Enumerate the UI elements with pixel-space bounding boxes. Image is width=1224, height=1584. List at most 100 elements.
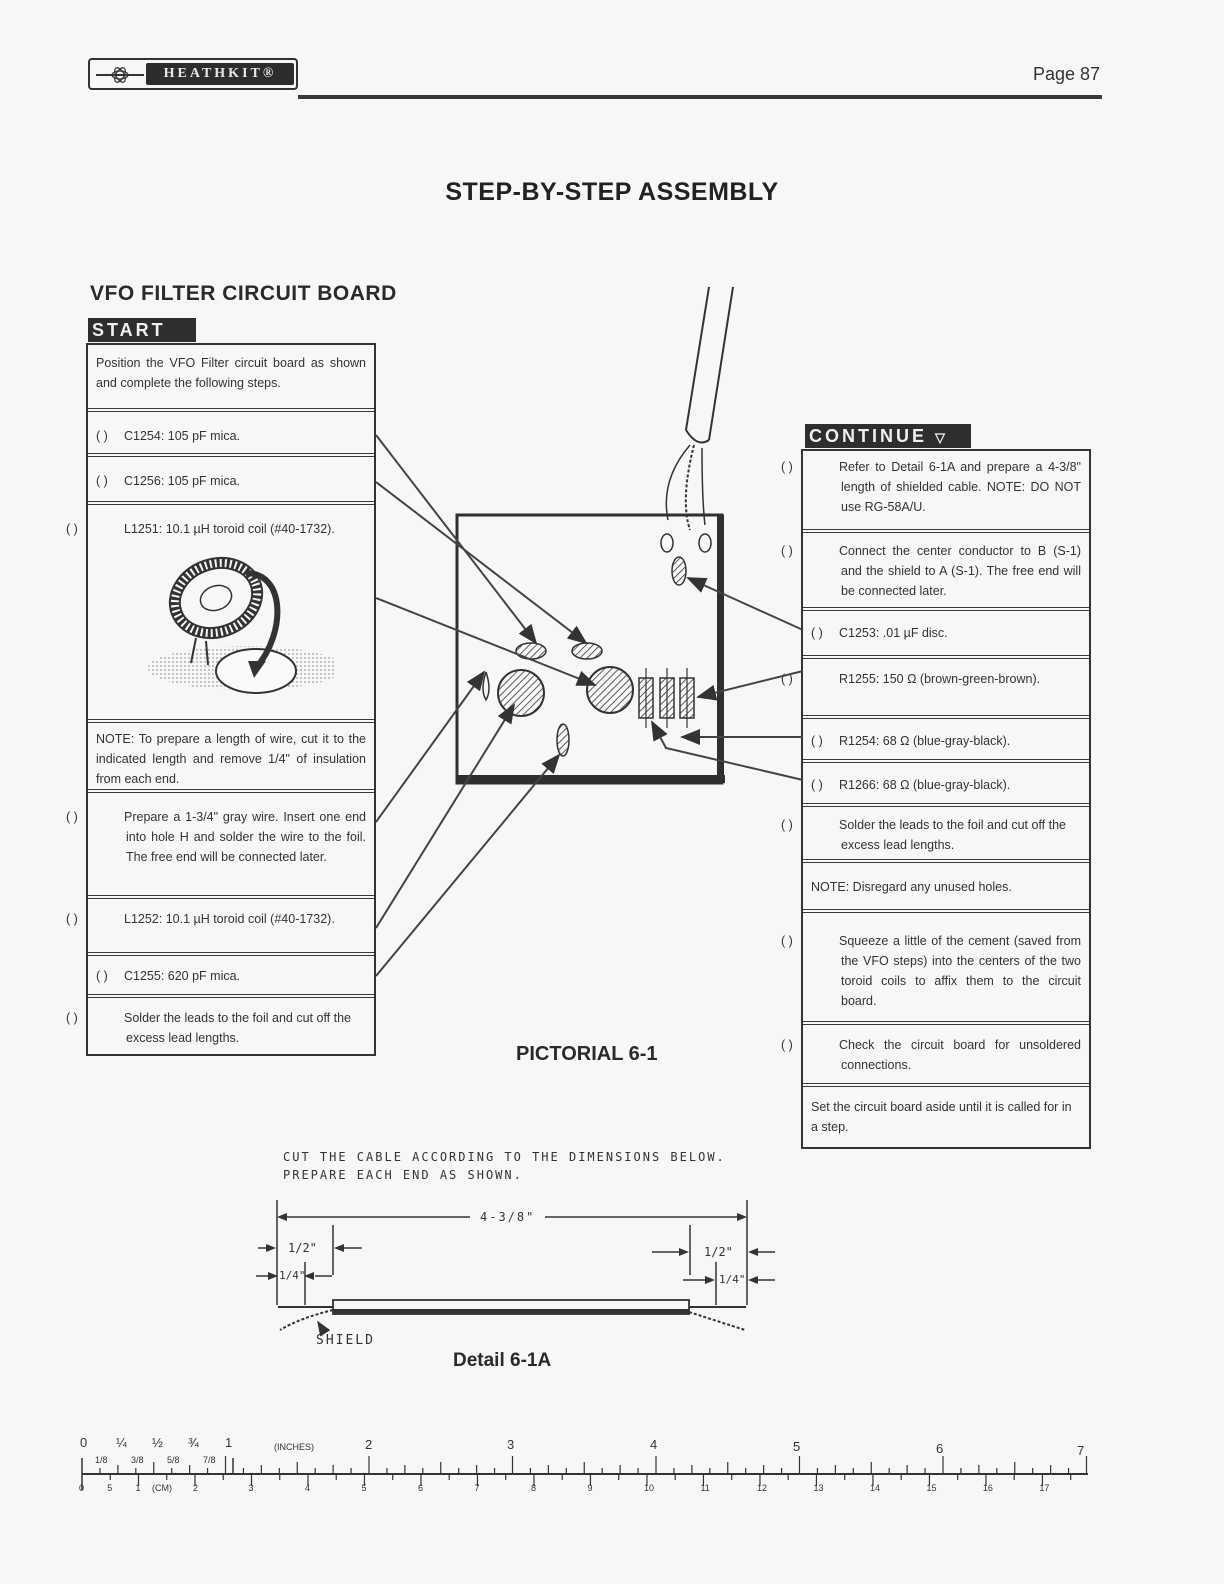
step-c1256: ( )C1256: 105 pF mica. (88, 457, 374, 505)
step-prepare-cable: ( )Refer to Detail 6-1A and prepare a 4-… (781, 451, 1089, 533)
cable-length-label: 4-3/8" (480, 1210, 536, 1224)
ruler-cm-label: 1 (135, 1483, 141, 1493)
ruler-cm-label: 15 (926, 1483, 937, 1493)
step-checkbox[interactable]: ( ) (811, 626, 823, 640)
step-checkbox[interactable]: ( ) (66, 810, 78, 824)
continue-label: CONTINUE (809, 426, 927, 446)
ruler-inch-1: 1 (225, 1435, 233, 1450)
heathkit-logo: HEATHKIT® (88, 58, 298, 90)
ruler-frac-5-8: 5/8 (167, 1455, 180, 1465)
down-arrow-outline-icon: ▽ (935, 430, 949, 445)
detail-instructions: CUT THE CABLE ACCORDING TO THE DIMENSION… (283, 1150, 726, 1182)
ruler-inch-quarter: ¼ (116, 1435, 127, 1450)
step-cement: ( )Squeeze a little of the cement (saved… (781, 913, 1089, 1025)
ruler-cm-label: 0 (79, 1483, 85, 1493)
ruler-cm-label: 6 (417, 1483, 423, 1493)
board-components (482, 642, 695, 757)
section-title: VFO FILTER CIRCUIT BOARD (90, 282, 397, 305)
step-note-holes: NOTE: Disregard any unused holes. (803, 863, 1089, 913)
step-checkbox[interactable]: ( ) (96, 474, 108, 488)
ruler-inch-three-quarter: ¾ (188, 1435, 199, 1450)
shielded-cable (660, 286, 734, 586)
ruler-cm-label: 12 (756, 1483, 767, 1493)
ruler-cm-unit: (CM) (152, 1483, 172, 1493)
step-checkbox[interactable]: ( ) (781, 818, 793, 832)
left-steps-panel: Position the VFO Filter circuit board as… (66, 343, 376, 1056)
ruler-frac-3-8: 3/8 (131, 1455, 144, 1465)
ruler-cm-label: 2 (192, 1483, 198, 1493)
ruler-inch-half: ½ (152, 1435, 163, 1450)
step-checkbox[interactable]: ( ) (96, 969, 108, 983)
step-checkbox[interactable]: ( ) (66, 1011, 78, 1025)
step-checkbox[interactable]: ( ) (96, 429, 108, 443)
step-c1255: ( )C1255: 620 pF mica. (88, 956, 374, 998)
step-check-board: ( )Check the circuit board for unsoldere… (781, 1025, 1089, 1087)
right-quarter-label: 1/4" (719, 1273, 746, 1286)
step-r1255: ( )R1255: 150 Ω (brown-green-brown). (781, 659, 1089, 719)
step-gray-wire: ( )Prepare a 1-3/4" gray wire. Insert on… (66, 793, 374, 899)
ruler-cm-label: 10 (643, 1483, 654, 1493)
toroid-coil-illustration (148, 556, 336, 694)
ruler-cm-label: 7 (474, 1483, 480, 1493)
logo-emblem-icon (96, 67, 144, 83)
ruler-cm-label: 3 (248, 1483, 254, 1493)
detail-caption: Detail 6-1A (453, 1350, 552, 1371)
shield-label: SHIELD (316, 1333, 375, 1348)
step-r1266: ( )R1266: 68 Ω (blue-gray-black). (803, 763, 1089, 807)
ruler-cm-label: 11 (700, 1483, 710, 1493)
step-checkbox[interactable]: ( ) (66, 522, 78, 536)
step-checkbox[interactable]: ( ) (781, 934, 793, 948)
step-l1252: ( )L1252: 10.1 µH toroid coil (#40-1732)… (66, 899, 374, 956)
left-strip-label: 1/2" (288, 1241, 317, 1255)
ruler-cm-label: 4 (304, 1483, 310, 1493)
right-steps-panel: ( )Refer to Detail 6-1A and prepare a 4-… (781, 449, 1091, 1149)
right-strip-label: 1/2" (704, 1245, 733, 1259)
ruler-inch-unit: (INCHES) (274, 1442, 314, 1452)
start-label: START (92, 320, 166, 340)
page-number: Page 87 (1032, 64, 1100, 84)
ruler-inch-6: 6 (936, 1441, 944, 1456)
ruler-cm-label: 5 (361, 1483, 367, 1493)
ruler-cm-label: 16 (982, 1483, 993, 1493)
continue-tag: CONTINUE ▽ (805, 424, 971, 448)
ruler-cm-label: 14 (869, 1483, 880, 1493)
step-solder-right: ( )Solder the leads to the foil and cut … (781, 807, 1089, 863)
ruler-frac-1-8: 1/8 (95, 1455, 108, 1465)
step-checkbox[interactable]: ( ) (781, 460, 793, 474)
ruler-inch-5: 5 (793, 1439, 801, 1454)
ruler-cm-label: 8 (530, 1483, 536, 1493)
page-title: STEP-BY-STEP ASSEMBLY (445, 178, 779, 206)
left-quarter-label: 1/4" (279, 1269, 306, 1282)
step-r1254: ( )R1254: 68 Ω (blue-gray-black). (803, 719, 1089, 763)
step-checkbox[interactable]: ( ) (66, 912, 78, 926)
ruler-cm-label: 17 (1039, 1483, 1050, 1493)
ruler-inch-4: 4 (650, 1437, 658, 1452)
step-checkbox[interactable]: ( ) (781, 544, 793, 558)
step-checkbox[interactable]: ( ) (781, 1038, 793, 1052)
ruler-inch-2: 2 (365, 1437, 373, 1452)
pictorial-caption: PICTORIAL 6-1 (516, 1043, 658, 1065)
ruler-frac-7-8: 7/8 (203, 1455, 216, 1465)
step-checkbox[interactable]: ( ) (811, 778, 823, 792)
step-c1253: ( )C1253: .01 µF disc. (803, 611, 1089, 659)
leader-arrows (375, 434, 804, 977)
ruler-inch-7: 7 (1077, 1443, 1085, 1458)
step-checkbox[interactable]: ( ) (781, 672, 793, 686)
step-set-aside: Set the circuit board aside until it is … (811, 1100, 1072, 1134)
step-note-wire: NOTE: To prepare a length of wire, cut i… (88, 723, 374, 793)
step-c1254: ( )C1254: 105 pF mica. (88, 412, 374, 457)
step-l1251: ( )L1251: 10.1 µH toroid coil (#40-1732)… (66, 505, 374, 723)
step-solder-left: ( )Solder the leads to the foil and cut … (66, 998, 374, 1054)
step-connect-cable: ( )Connect the center conductor to B (S-… (781, 533, 1089, 611)
step-checkbox[interactable]: ( ) (811, 734, 823, 748)
ruler-cm-label: 13 (813, 1483, 824, 1493)
ruler-cm-label: 5 (107, 1483, 113, 1493)
ruler-inch-0: 0 (80, 1435, 88, 1450)
brand-name: HEATHKIT® (146, 63, 294, 85)
step-intro: Position the VFO Filter circuit board as… (88, 345, 374, 412)
ruler-inch-3: 3 (507, 1437, 515, 1452)
